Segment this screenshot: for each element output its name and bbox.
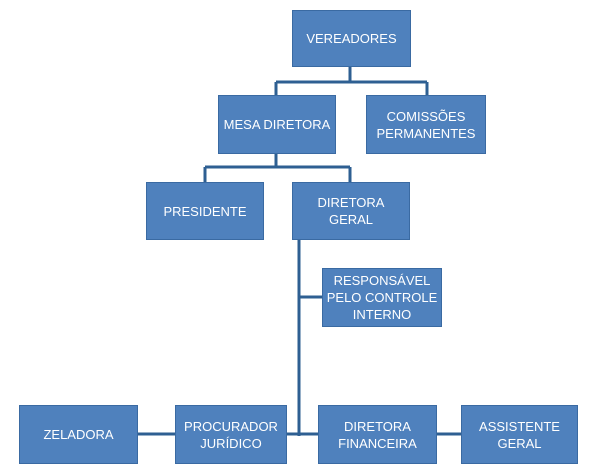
node-diretora-geral: DIRETORA GERAL [292, 182, 410, 240]
node-comissoes-permanentes: COMISSÕES PERMANENTES [366, 95, 486, 154]
node-zeladora: ZELADORA [19, 405, 138, 464]
node-vereadores: VEREADORES [292, 10, 411, 67]
node-mesa-diretora: MESA DIRETORA [218, 95, 336, 154]
node-controle-interno: RESPONSÁVEL PELO CONTROLE INTERNO [322, 268, 442, 327]
node-assistente-geral: ASSISTENTE GERAL [461, 405, 578, 464]
node-procurador-juridico: PROCURADOR JURÍDICO [175, 405, 287, 464]
node-presidente: PRESIDENTE [146, 182, 264, 240]
node-diretora-financeira: DIRETORA FINANCEIRA [318, 405, 437, 464]
